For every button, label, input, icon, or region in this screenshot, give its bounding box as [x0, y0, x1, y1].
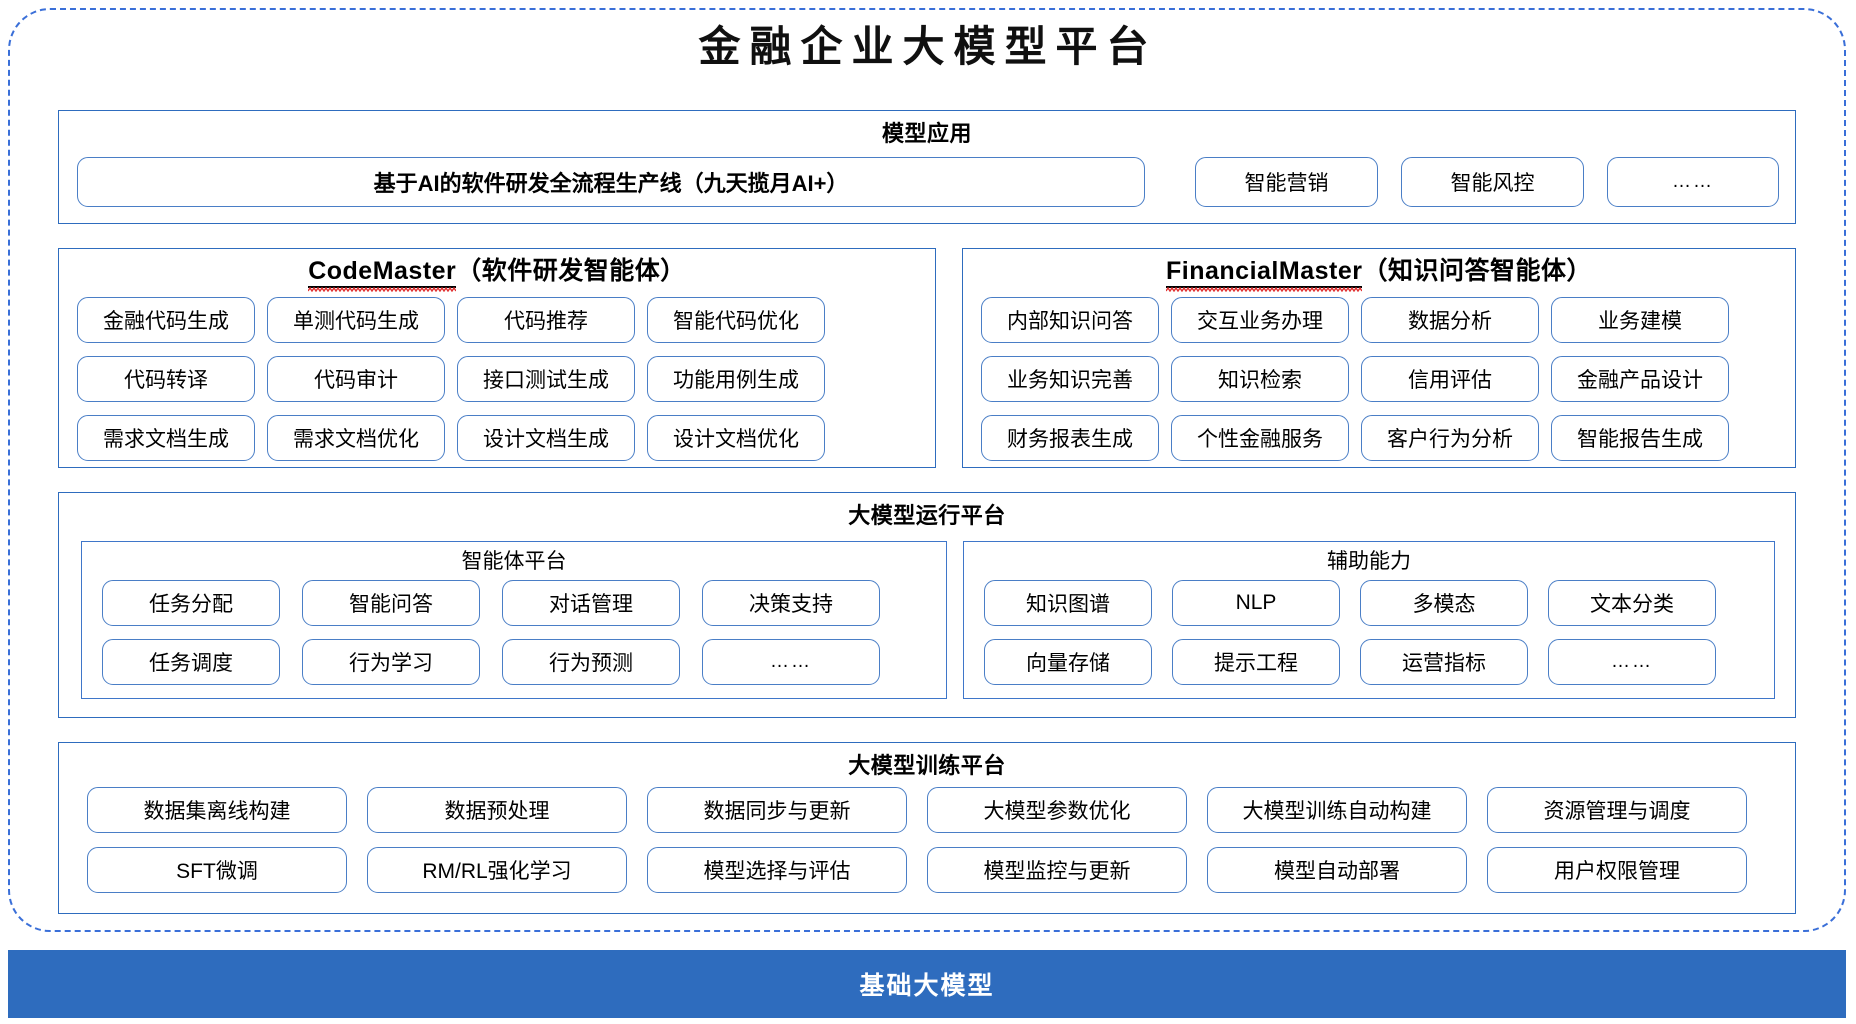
pill-training-r1c1[interactable]: RM/RL强化学习: [367, 847, 627, 893]
code-master-latin-label: CodeMaster: [308, 257, 457, 292]
pill-agentplatform-r0c1[interactable]: 智能问答: [302, 580, 480, 626]
pill-smart-risk-control[interactable]: 智能风控: [1401, 157, 1584, 207]
section-title-model-application: 模型应用: [881, 121, 972, 146]
section-runtime-platform: 大模型运行平台 智能体平台 任务分配 智能问答 对话管理 决策支持 任务调度 行…: [58, 492, 1796, 718]
code-master-cn-label: （软件研发智能体）: [456, 257, 686, 285]
pill-codemaster-r0c2[interactable]: 代码推荐: [457, 297, 635, 343]
section-title-runtime-platform: 大模型运行平台: [848, 503, 1006, 528]
pill-agentplatform-r0c2[interactable]: 对话管理: [502, 580, 680, 626]
pill-financialmaster-r2c3[interactable]: 智能报告生成: [1551, 415, 1729, 461]
pill-codemaster-r1c3[interactable]: 功能用例生成: [647, 356, 825, 402]
pill-agentplatform-r0c3[interactable]: 决策支持: [702, 580, 880, 626]
spellcheck-squiggle-icon: [1166, 287, 1363, 292]
pill-smart-marketing[interactable]: 智能营销: [1195, 157, 1378, 207]
financial-master-cn-label: （知识问答智能体）: [1362, 257, 1592, 285]
footer-base-model-bar: 基础大模型: [8, 950, 1846, 1018]
section-title-financial-master: FinancialMaster（知识问答智能体）: [963, 257, 1795, 292]
pill-training-r0c0[interactable]: 数据集离线构建: [87, 787, 347, 833]
subsection-title-assist-capability: 辅助能力: [1327, 550, 1411, 573]
pill-codemaster-r0c0[interactable]: 金融代码生成: [77, 297, 255, 343]
spellcheck-squiggle-icon: [308, 287, 457, 292]
pill-financialmaster-r1c3[interactable]: 金融产品设计: [1551, 356, 1729, 402]
pill-training-r0c5[interactable]: 资源管理与调度: [1487, 787, 1747, 833]
subsection-title-agent-platform: 智能体平台: [461, 550, 567, 573]
pill-codemaster-r1c2[interactable]: 接口测试生成: [457, 356, 635, 402]
pill-ai-sdlc-pipeline[interactable]: 基于AI的软件研发全流程生产线（九天揽月AI+）: [77, 157, 1145, 207]
pill-assistcapability-r0c0[interactable]: 知识图谱: [984, 580, 1152, 626]
pill-codemaster-r1c0[interactable]: 代码转译: [77, 356, 255, 402]
pill-codemaster-r2c2[interactable]: 设计文档生成: [457, 415, 635, 461]
pill-agentplatform-r1c3[interactable]: ……: [702, 639, 880, 685]
pill-financialmaster-r0c0[interactable]: 内部知识问答: [981, 297, 1159, 343]
pill-financialmaster-r2c0[interactable]: 财务报表生成: [981, 415, 1159, 461]
pill-training-r0c4[interactable]: 大模型训练自动构建: [1207, 787, 1467, 833]
subsection-assist-capability: 辅助能力 知识图谱 NLP 多模态 文本分类 向量存储 提示工程 运营指标 ……: [963, 541, 1775, 699]
pill-assistcapability-r0c2[interactable]: 多模态: [1360, 580, 1528, 626]
pill-financialmaster-r2c2[interactable]: 客户行为分析: [1361, 415, 1539, 461]
section-model-application: 模型应用 基于AI的软件研发全流程生产线（九天揽月AI+） 智能营销 智能风控 …: [58, 110, 1796, 224]
pill-financialmaster-r0c1[interactable]: 交互业务办理: [1171, 297, 1349, 343]
pill-training-r0c1[interactable]: 数据预处理: [367, 787, 627, 833]
pill-financialmaster-r1c0[interactable]: 业务知识完善: [981, 356, 1159, 402]
pill-financialmaster-r0c3[interactable]: 业务建模: [1551, 297, 1729, 343]
financial-master-latin-label: FinancialMaster: [1166, 257, 1363, 292]
pill-training-r0c2[interactable]: 数据同步与更新: [647, 787, 907, 833]
pill-agentplatform-r1c1[interactable]: 行为学习: [302, 639, 480, 685]
pill-codemaster-r0c3[interactable]: 智能代码优化: [647, 297, 825, 343]
pill-codemaster-r2c3[interactable]: 设计文档优化: [647, 415, 825, 461]
pill-training-r1c4[interactable]: 模型自动部署: [1207, 847, 1467, 893]
pill-assistcapability-r0c3[interactable]: 文本分类: [1548, 580, 1716, 626]
pill-assistcapability-r1c3[interactable]: ……: [1548, 639, 1716, 685]
subsection-agent-platform: 智能体平台 任务分配 智能问答 对话管理 决策支持 任务调度 行为学习 行为预测…: [81, 541, 947, 699]
page-title: 金融企业大模型平台: [698, 22, 1158, 71]
pill-assistcapability-r1c1[interactable]: 提示工程: [1172, 639, 1340, 685]
pill-training-r1c5[interactable]: 用户权限管理: [1487, 847, 1747, 893]
pill-agentplatform-r1c0[interactable]: 任务调度: [102, 639, 280, 685]
pill-assistcapability-r1c2[interactable]: 运营指标: [1360, 639, 1528, 685]
pill-agentplatform-r1c2[interactable]: 行为预测: [502, 639, 680, 685]
pill-agentplatform-r0c0[interactable]: 任务分配: [102, 580, 280, 626]
section-title-training-platform: 大模型训练平台: [848, 753, 1006, 778]
pill-financialmaster-r2c1[interactable]: 个性金融服务: [1171, 415, 1349, 461]
section-financial-master: FinancialMaster（知识问答智能体） 内部知识问答 交互业务办理 数…: [962, 248, 1796, 468]
pill-training-r1c2[interactable]: 模型选择与评估: [647, 847, 907, 893]
pill-financialmaster-r0c2[interactable]: 数据分析: [1361, 297, 1539, 343]
pill-assistcapability-r0c1[interactable]: NLP: [1172, 580, 1340, 626]
pill-more-applications[interactable]: ……: [1607, 157, 1779, 207]
pill-codemaster-r1c1[interactable]: 代码审计: [267, 356, 445, 402]
section-training-platform: 大模型训练平台 数据集离线构建 数据预处理 数据同步与更新 大模型参数优化 大模…: [58, 742, 1796, 914]
pill-training-r0c3[interactable]: 大模型参数优化: [927, 787, 1187, 833]
pill-codemaster-r2c1[interactable]: 需求文档优化: [267, 415, 445, 461]
pill-financialmaster-r1c2[interactable]: 信用评估: [1361, 356, 1539, 402]
pill-training-r1c3[interactable]: 模型监控与更新: [927, 847, 1187, 893]
pill-training-r1c0[interactable]: SFT微调: [87, 847, 347, 893]
section-code-master: CodeMaster（软件研发智能体） 金融代码生成 单测代码生成 代码推荐 智…: [58, 248, 936, 468]
pill-codemaster-r0c1[interactable]: 单测代码生成: [267, 297, 445, 343]
pill-codemaster-r2c0[interactable]: 需求文档生成: [77, 415, 255, 461]
pill-assistcapability-r1c0[interactable]: 向量存储: [984, 639, 1152, 685]
pill-financialmaster-r1c1[interactable]: 知识检索: [1171, 356, 1349, 402]
footer-base-model-label: 基础大模型: [859, 972, 995, 1000]
section-title-code-master: CodeMaster（软件研发智能体）: [59, 257, 935, 292]
